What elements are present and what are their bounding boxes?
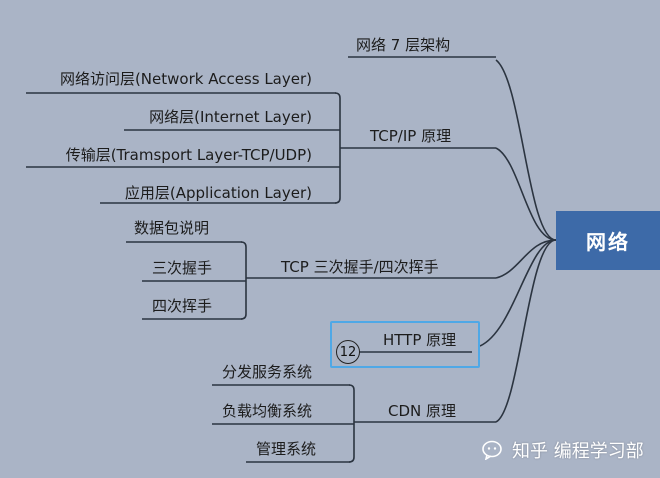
watermark-text: 知乎 编程学习部 bbox=[512, 441, 644, 462]
branch-tcp-handshake[interactable]: TCP 三次握手/四次挥手 bbox=[281, 258, 439, 276]
branch-network-7-layer[interactable]: 网络 7 层架构 bbox=[356, 36, 451, 54]
branch-cdn[interactable]: CDN 原理 bbox=[388, 402, 457, 420]
branch-tcpip[interactable]: TCP/IP 原理 bbox=[370, 127, 452, 145]
wechat-bubble-icon bbox=[482, 440, 502, 460]
branch-http[interactable]: HTTP 原理 bbox=[383, 331, 457, 349]
connector-root-b4 bbox=[495, 239, 557, 423]
connector-root-b2 bbox=[495, 239, 557, 279]
node-management-system[interactable]: 管理系统 bbox=[256, 440, 317, 458]
node-three-way-handshake[interactable]: 三次握手 bbox=[152, 259, 213, 277]
count-badge: 12 bbox=[336, 340, 360, 364]
node-load-balancing-system[interactable]: 负载均衡系统 bbox=[222, 402, 313, 420]
node-internet-layer[interactable]: 网络层(Internet Layer) bbox=[149, 108, 312, 126]
connector-root-b0 bbox=[495, 59, 557, 241]
node-distribution-system[interactable]: 分发服务系统 bbox=[222, 363, 313, 381]
node-transport-layer[interactable]: 传输层(Tramsport Layer-TCP/UDP) bbox=[65, 146, 312, 164]
node-packet-description[interactable]: 数据包说明 bbox=[134, 219, 210, 237]
connector-root-b1 bbox=[495, 147, 557, 241]
node-network-access-layer[interactable]: 网络访问层(Network Access Layer) bbox=[59, 70, 312, 88]
node-application-layer[interactable]: 应用层(Application Layer) bbox=[124, 184, 312, 202]
node-four-way-wave[interactable]: 四次挥手 bbox=[152, 297, 213, 315]
connector-root-b3 bbox=[479, 239, 557, 347]
selection-highlight bbox=[330, 321, 480, 368]
watermark: 知乎 编程学习部 bbox=[482, 437, 644, 463]
root-node[interactable]: 网络 bbox=[556, 211, 660, 270]
bracket-b1 bbox=[334, 92, 341, 204]
